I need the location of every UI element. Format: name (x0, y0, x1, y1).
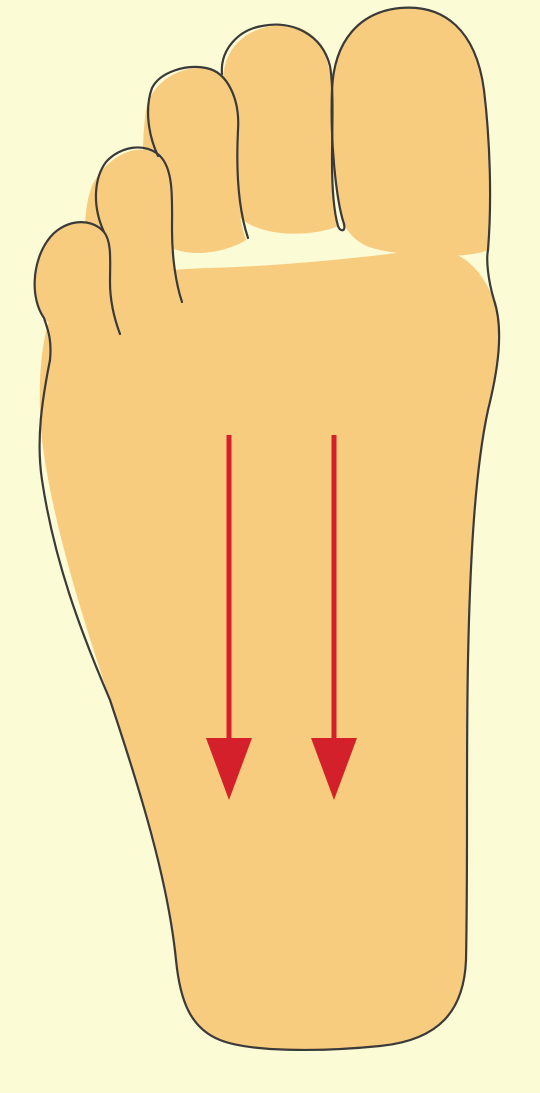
toe-big (332, 8, 490, 256)
